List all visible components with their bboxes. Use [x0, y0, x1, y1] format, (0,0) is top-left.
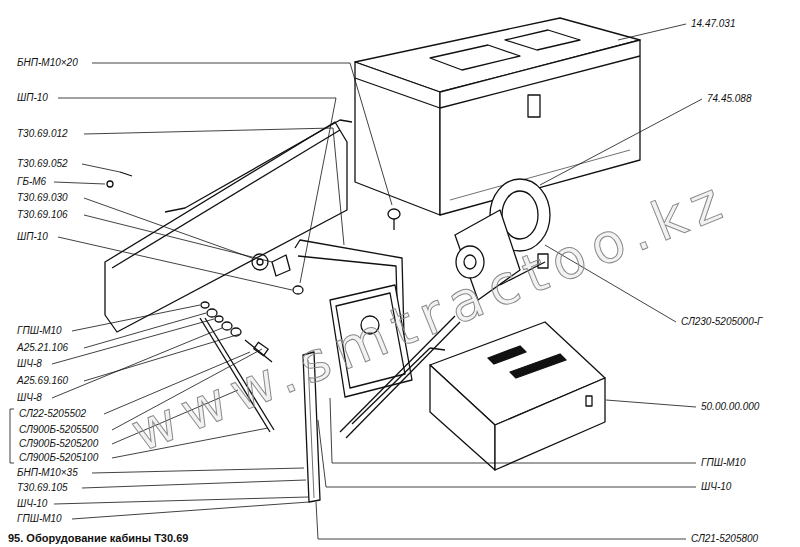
part-number: СЛ900Б-5205500 — [18, 424, 99, 436]
part-number: СЛ900Б-5205200 — [18, 438, 99, 450]
part-number: ГПШ-М10 — [16, 513, 63, 525]
part-number: СЛ900Б-5205100 — [18, 452, 99, 464]
part-number: Т30.69.105 — [16, 482, 69, 494]
part-number: БНП-М10×35 — [16, 467, 79, 479]
part-number: ШЧ-10 — [16, 498, 48, 510]
part-number: Т30.69.106 — [16, 209, 69, 221]
part-number: ГПШ-М10 — [700, 457, 747, 469]
part-number: ШП-10 — [16, 231, 49, 243]
part-number: СЛ230-5205000-Г — [680, 316, 763, 328]
part-number: А25.21.106 — [16, 342, 69, 354]
part-number: Т30.69.030 — [16, 192, 69, 204]
part-number: ШЧ-8 — [16, 358, 43, 370]
small-box — [430, 322, 605, 470]
part-number: ГБ-М6 — [16, 176, 47, 188]
part-number: СЛ22-5205502 — [18, 408, 87, 420]
part-number: 74.45.088 — [706, 93, 753, 105]
part-number: 14.47.031 — [690, 18, 737, 30]
part-number: 50.00.00.000 — [700, 401, 760, 413]
figure-caption: 95. Оборудование кабины Т30.69 — [8, 532, 188, 545]
part-number: А25.69.160 — [16, 375, 69, 387]
part-number: Т30.69.012 — [16, 128, 69, 140]
tool-box — [355, 18, 640, 215]
part-number: ШЧ-10 — [700, 481, 732, 493]
part-number: ШЧ-8 — [16, 392, 43, 404]
part-number: БНП-М10×20 — [16, 57, 79, 69]
sun-visor — [105, 120, 352, 332]
part-number: ШП-10 — [16, 92, 49, 104]
part-number: ГПШ-М10 — [16, 325, 63, 337]
part-number: Т30.69.052 — [16, 158, 69, 170]
part-number: СЛ21-5205800 — [690, 533, 759, 545]
